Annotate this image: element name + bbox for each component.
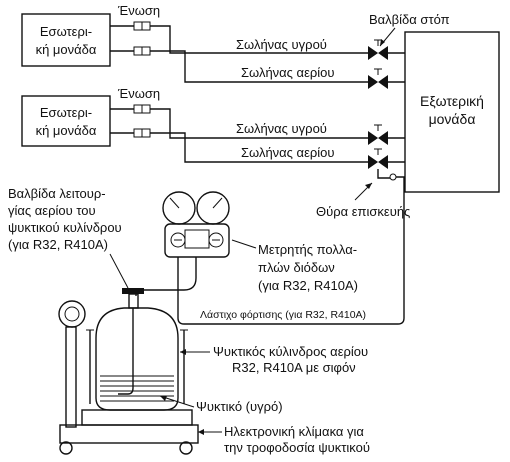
- cylinder-label-line1: Ψυκτικός κύλινδρος αερίου: [213, 344, 368, 359]
- cylinder-valve-label-line1: Βαλβίδα λειτουρ-: [8, 186, 106, 201]
- outdoor-unit-label-line1: Εξωτερική: [420, 93, 484, 109]
- stop-valve-icon: [368, 148, 388, 169]
- outdoor-unit-label-line2: μονάδα: [429, 111, 476, 127]
- cylinder-valve-icon: [122, 288, 144, 309]
- service-port-icon: [389, 173, 397, 181]
- refrigerant-cylinder: [86, 307, 188, 411]
- electronic-scale: [58, 300, 199, 455]
- cylinder-valve-label-line4: (για R32, R410A): [8, 237, 108, 252]
- indoor-unit-1-box: [21, 13, 111, 67]
- union-icon: [133, 104, 151, 138]
- liquid-refrigerant-label: Ψυκτικό (υγρό): [196, 399, 283, 414]
- indoor-unit-2-label-line1: Εσωτερι-: [40, 105, 92, 120]
- stop-valve-icon: [368, 39, 388, 60]
- manifold-gauge-label-line1: Μετρητής πολλα-: [258, 242, 357, 257]
- cylinder-valve-label-line3: ψυκτικού κυλίνδρου: [8, 220, 122, 235]
- connection-label-1: Ένωση: [117, 3, 160, 18]
- manifold-gauge-label-line2: πλών διόδων: [258, 260, 335, 275]
- connection-label-2: Ένωση: [117, 86, 160, 101]
- manifold-gauge: [162, 191, 230, 258]
- service-port-label: Θύρα επισκευής: [316, 204, 410, 219]
- piping-group-1: [110, 25, 405, 83]
- gas-pipe-label-1: Σωλήνας αερίου: [241, 65, 335, 80]
- indoor-unit-1-label-line2: κή μονάδα: [36, 42, 97, 57]
- cylinder-valve-label-line2: γίας αερίου του: [8, 203, 96, 218]
- union-icon: [133, 21, 151, 56]
- liquid-pipe-label-2: Σωλήνας υγρού: [236, 121, 327, 136]
- gas-pipe-label-2: Σωλήνας αερίου: [241, 145, 335, 160]
- indoor-unit-1-label-line1: Εσωτερι-: [40, 24, 92, 39]
- piping-group-2: [110, 108, 405, 163]
- scale-label-line1: Ηλεκτρονική κλίμακα για: [224, 424, 364, 439]
- indoor-unit-2-label-line2: κή μονάδα: [36, 123, 97, 138]
- stop-valve-icon: [368, 68, 388, 89]
- scale-label-line2: την τροφοδοσία ψυκτικού: [224, 440, 370, 455]
- indoor-unit-2-box: [21, 95, 111, 147]
- liquid-pipe-label-1: Σωλήνας υγρού: [236, 37, 327, 52]
- stop-valve-label: Βαλβίδα στόπ: [369, 12, 450, 27]
- cylinder-hose: [135, 257, 197, 296]
- outdoor-unit-box: [404, 31, 500, 193]
- cylinder-label-line2: R32, R410A με σιφόν: [232, 360, 356, 375]
- charging-hose-label: Λάστιχο φόρτισης (για R32, R410A): [200, 309, 366, 321]
- stop-valve-icon: [368, 124, 388, 145]
- manifold-gauge-label-line3: (για R32, R410A): [258, 278, 358, 293]
- charging-hose: [177, 176, 405, 325]
